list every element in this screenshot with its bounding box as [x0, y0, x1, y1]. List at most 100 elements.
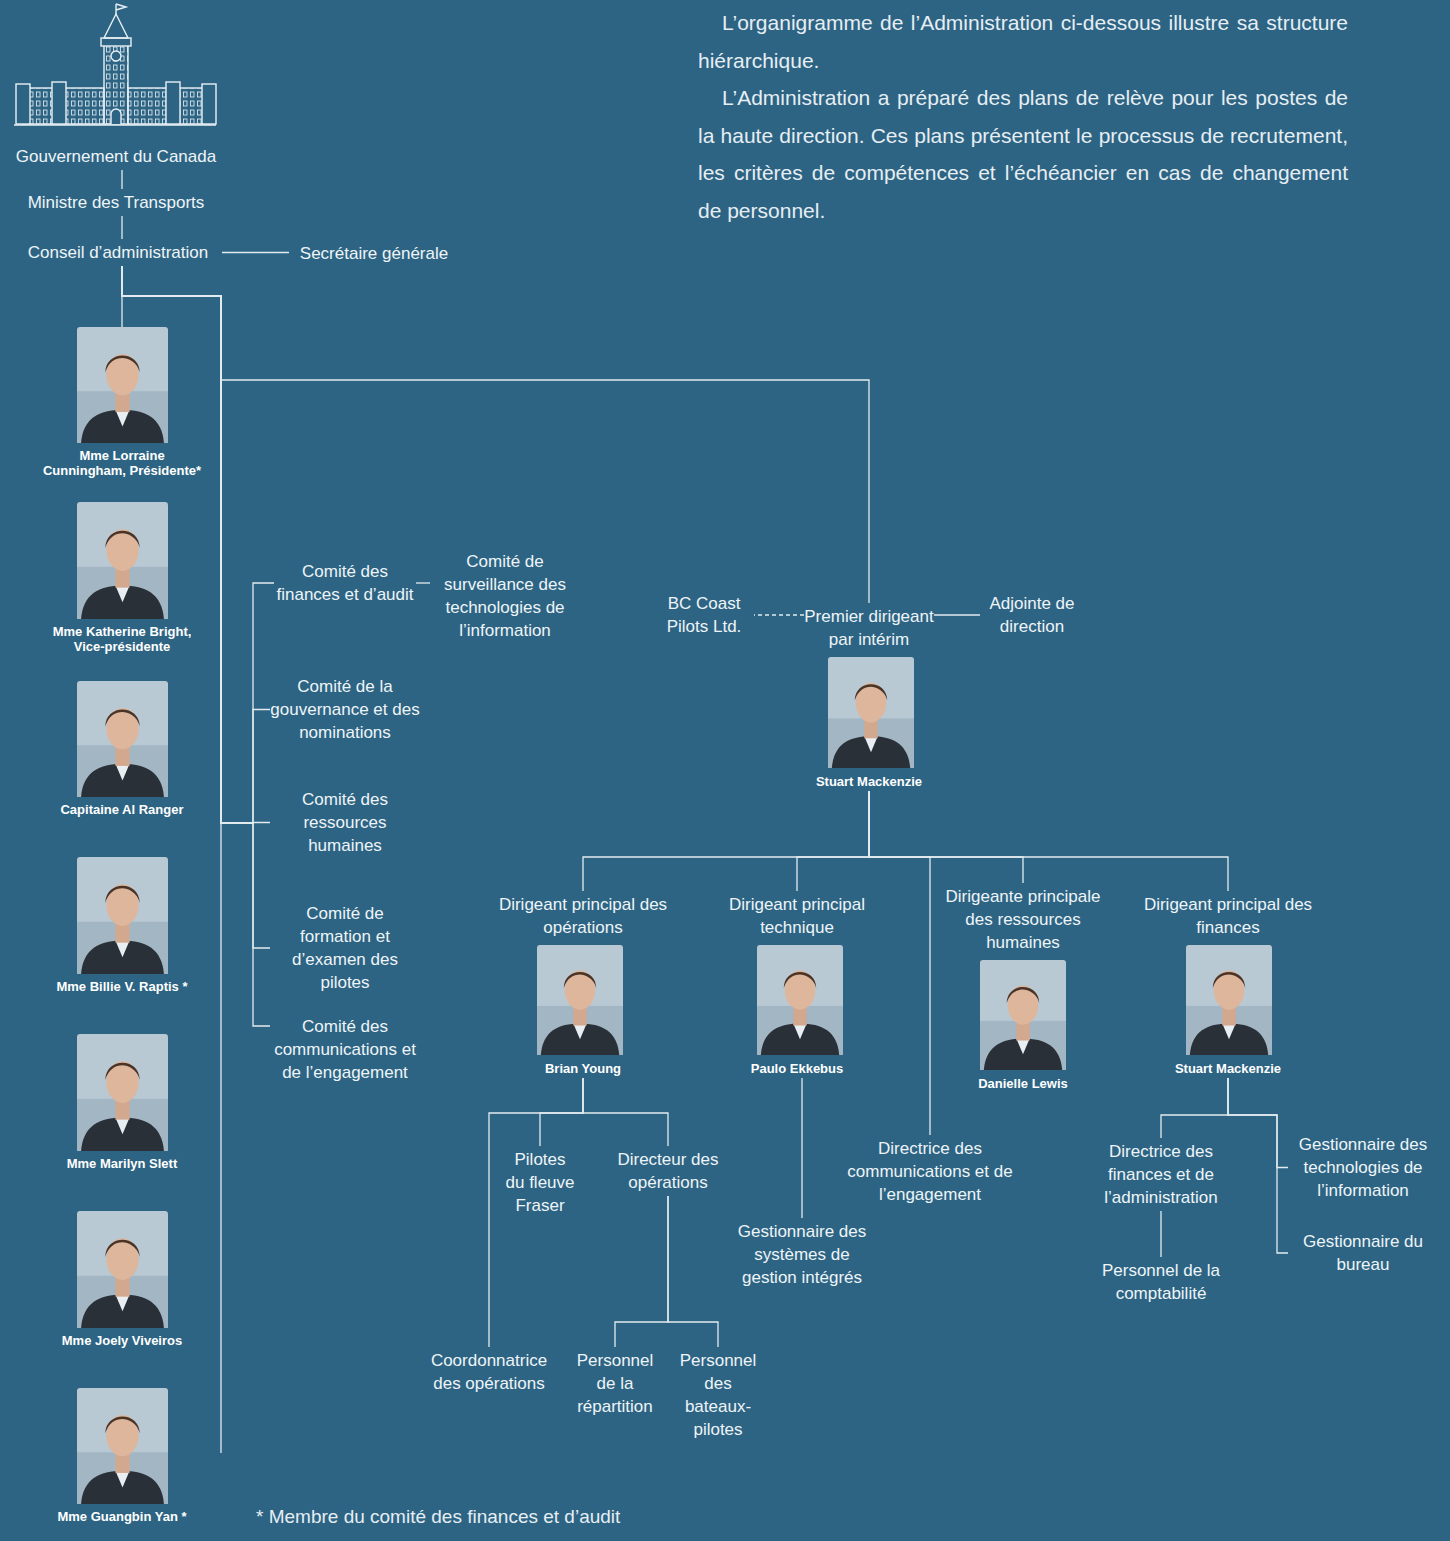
role-title: Dirigeant principal des opérations [497, 893, 669, 939]
portrait-photo [77, 1211, 168, 1328]
portrait-photo [77, 857, 168, 974]
committee-name: Comité des ressources humaines [270, 788, 420, 857]
executive: Dirigeante principale des ressources hum… [933, 883, 1113, 1093]
committee-name: Comité de surveillance des technologies … [430, 550, 580, 642]
reporting-line [869, 791, 1023, 883]
portrait-photo [980, 960, 1066, 1070]
dotted-link [754, 614, 804, 615]
role-title: Dirigeant principal des finances [1142, 893, 1314, 939]
reporting-line [1228, 1078, 1288, 1168]
executive: Dirigeant principal techniquePaulo Ekkeb… [711, 891, 883, 1078]
person-name: Brian Young [497, 1061, 669, 1076]
role-title: Personnel de la comptabilité [1091, 1259, 1231, 1305]
person-name: Mme Marilyn Slett [42, 1156, 202, 1171]
board-member: Mme Katherine Bright, Vice-présidente [42, 502, 202, 656]
position: Directrice des finances et de l’administ… [1091, 1138, 1231, 1211]
person-name: Stuart Mackenzie [804, 774, 934, 789]
role-title: Personnel des bateaux-pilotes [672, 1349, 764, 1441]
icon-peace-tower [104, 44, 128, 124]
position: Coordonnatrice des opérations [419, 1347, 559, 1397]
committee: Comité des finances et d’audit [274, 558, 416, 608]
reporting-line [416, 582, 430, 583]
portrait-photo [77, 1388, 168, 1504]
reporting-line [869, 791, 1228, 891]
reporting-line [489, 1078, 583, 1347]
icon-tower-top [101, 38, 131, 46]
position: Directeur des opérations [604, 1146, 732, 1196]
reporting-line [540, 1078, 583, 1146]
photos [77, 327, 1272, 1504]
reporting-line [122, 266, 274, 823]
role-title: Adjointe de direction [980, 592, 1084, 638]
position: Personnel des bateaux-pilotes [672, 1347, 764, 1443]
footnote: * Membre du comité des finances et d’aud… [256, 1505, 776, 1529]
role-title: Premier dirigeant par intérim [804, 605, 934, 651]
intro-paragraph: L’organigramme de l’Administration ci-de… [698, 4, 1348, 79]
board-member: Mme Billie V. Raptis * [42, 857, 202, 996]
position: Directrice des communications et de l’en… [842, 1135, 1018, 1208]
board-member: Mme Joely Viveiros [42, 1211, 202, 1350]
reporting-line [1161, 1078, 1228, 1138]
reporting-line [934, 614, 980, 615]
role-title: Pilotes du fleuve Fraser [504, 1148, 576, 1217]
reporting-line [801, 1078, 802, 1218]
position: Adjointe de direction [980, 590, 1084, 640]
role-title: Dirigeante principale des ressources hum… [933, 885, 1113, 954]
executive: Dirigeant principal des opérationsBrian … [497, 891, 669, 1078]
portrait-photo [828, 657, 914, 768]
role-title: Directrice des finances et de l’administ… [1091, 1140, 1231, 1209]
org-label: Gouvernement du Canada [6, 143, 226, 170]
position: Gestionnaire des technologies de l’infor… [1288, 1131, 1438, 1204]
reporting-line [869, 791, 930, 1135]
board-member: Mme Guangbin Yan * [42, 1388, 202, 1526]
person-name: Mme Billie V. Raptis * [42, 979, 202, 994]
person-name: Capitaine Al Ranger [42, 802, 202, 817]
executive: Dirigeant principal des financesStuart M… [1142, 891, 1314, 1078]
reporting-line [1160, 1211, 1161, 1257]
person-name: Mme Katherine Bright, Vice-présidente [42, 624, 202, 654]
org-label: Ministre des Transports [6, 189, 226, 216]
icon-clock [111, 51, 121, 61]
role-title: Directrice des communications et de l’en… [842, 1137, 1018, 1206]
portrait-photo [1186, 945, 1272, 1055]
person-name: Stuart Mackenzie [1142, 1061, 1314, 1076]
committee-name: Comité des finances et d’audit [274, 560, 416, 606]
icon-door [111, 109, 121, 124]
role-title: Gestionnaire des technologies de l’infor… [1288, 1133, 1438, 1202]
icon-spire [104, 14, 128, 38]
committee-name: Comité des communications et de l’engage… [270, 1015, 420, 1084]
person-name: Mme Guangbin Yan * [42, 1509, 202, 1524]
role-title: Ministre des Transports [6, 191, 226, 214]
portrait-photo [77, 1034, 168, 1151]
intro-paragraph: L’Administration a préparé des plans de … [698, 79, 1348, 229]
icon-tower [166, 82, 180, 124]
role-title: Personnel de la répartition [567, 1349, 663, 1418]
committee: Comité des communications et de l’engage… [270, 1013, 420, 1086]
reporting-line [222, 252, 289, 253]
parliament-icon [14, 4, 216, 125]
reporting-line [583, 1078, 668, 1146]
icon-flagpole [115, 4, 116, 14]
position: Pilotes du fleuve Fraser [504, 1146, 576, 1219]
role-title: BC Coast Pilots Ltd. [654, 592, 754, 638]
person-name: Danielle Lewis [933, 1076, 1113, 1091]
committee-name: Comité de la gouvernance et des nominati… [270, 675, 420, 744]
reporting-line [668, 1196, 718, 1347]
reporting-line [122, 266, 270, 948]
icon-flag [116, 4, 126, 10]
executive: Premier dirigeant par intérimStuart Mack… [804, 603, 934, 791]
icon-tower [52, 82, 66, 124]
role-title: Gestionnaire du bureau [1288, 1230, 1438, 1276]
position: Personnel de la répartition [567, 1347, 663, 1420]
board-member: Mme Lorraine Cunningham, Présidente* [42, 327, 202, 480]
reporting-line [122, 266, 270, 823]
position: Personnel de la comptabilité [1091, 1257, 1231, 1307]
reporting-line [797, 791, 869, 891]
position: BC Coast Pilots Ltd. [654, 590, 754, 640]
portrait-photo [77, 502, 168, 619]
org-label: Secrétaire générale [289, 240, 459, 267]
board-member: Capitaine Al Ranger [42, 681, 202, 819]
reporting-line [583, 791, 869, 891]
